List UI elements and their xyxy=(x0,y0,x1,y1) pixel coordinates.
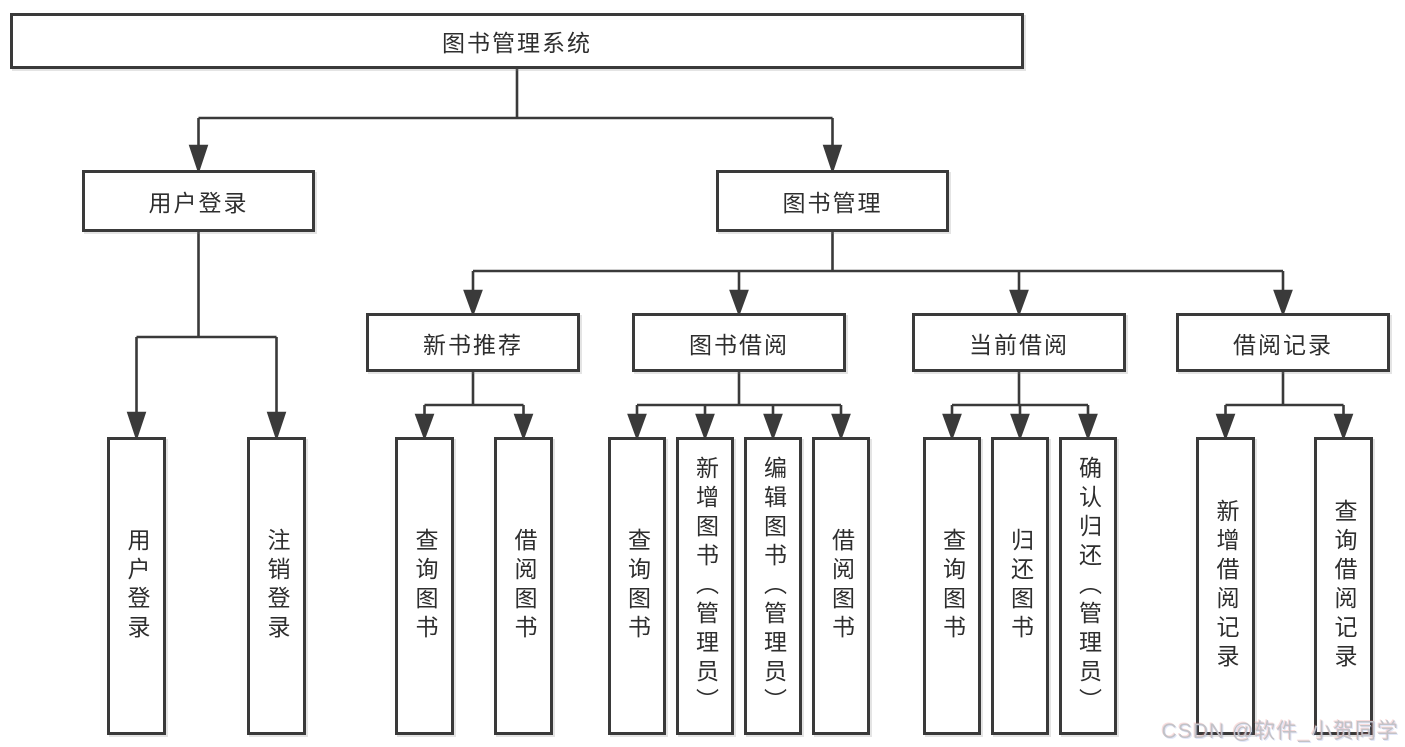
leaf-confirm-return-admin: 确认归还（管理员） xyxy=(1059,437,1117,735)
node-user-login: 用户登录 xyxy=(82,170,315,232)
leaf-add-borrow-record: 新增借阅记录 xyxy=(1196,437,1255,735)
node-book-borrowing: 图书借阅 xyxy=(632,313,846,372)
leaf-logout: 注销登录 xyxy=(247,437,306,735)
arrowhead xyxy=(463,289,483,317)
connector-current-borrow-to-leaves xyxy=(942,372,1098,441)
arrowhead xyxy=(695,413,715,441)
node-borrowing-records: 借阅记录 xyxy=(1176,313,1390,372)
arrowhead xyxy=(729,289,749,317)
arrowhead xyxy=(1333,413,1354,441)
arrowhead xyxy=(126,411,147,442)
connector-borrow-record-to-leaves xyxy=(1215,372,1354,441)
node-user-login-label: 用户登录 xyxy=(148,190,249,216)
leaf-add-books-admin: 新增图书（管理员） xyxy=(676,437,734,735)
arrowhead xyxy=(266,411,287,442)
connector-book-mgmt-to-level3 xyxy=(463,232,1293,317)
leaf-newbook-borrow-books: 借阅图书 xyxy=(494,437,553,735)
leaf-borrow-books-label: 借阅图书 xyxy=(828,528,855,644)
leaf-current-query-books: 查询图书 xyxy=(923,437,981,735)
node-current-borrowing: 当前借阅 xyxy=(912,313,1126,372)
arrowhead xyxy=(1010,413,1030,441)
arrowhead xyxy=(188,144,209,175)
node-borrowing-records-label: 借阅记录 xyxy=(1233,331,1333,358)
connector-user-login-to-leaves xyxy=(126,232,287,442)
leaf-newbook-borrow-books-label: 借阅图书 xyxy=(511,528,537,644)
arrowhead xyxy=(831,413,851,441)
leaf-add-books-admin-label: 新增图书（管理员） xyxy=(692,455,719,717)
csdn-watermark: CSDN @软件_小贺同学 xyxy=(1161,720,1399,743)
arrowhead xyxy=(627,413,647,441)
leaf-logout-label: 注销登录 xyxy=(264,528,290,644)
leaf-borrow-books: 借阅图书 xyxy=(812,437,870,735)
connector-new-book-to-leaves xyxy=(414,372,534,441)
leaf-user-login: 用户登录 xyxy=(107,437,166,735)
leaf-newbook-query-books: 查询图书 xyxy=(395,437,454,735)
node-new-book-recommend: 新书推荐 xyxy=(366,313,580,372)
leaf-user-login-label: 用户登录 xyxy=(124,528,150,644)
arrowhead xyxy=(1009,289,1029,317)
leaf-query-borrow-record-label: 查询借阅记录 xyxy=(1331,499,1357,673)
connector-book-borrow-to-leaves xyxy=(627,372,851,441)
leaf-add-borrow-record-label: 新增借阅记录 xyxy=(1213,499,1239,673)
node-current-borrowing-label: 当前借阅 xyxy=(969,331,1069,358)
node-book-management: 图书管理 xyxy=(716,170,949,232)
connector-root-to-level2 xyxy=(188,69,843,175)
node-library-system-label: 图书管理系统 xyxy=(442,30,592,56)
leaf-return-books: 归还图书 xyxy=(991,437,1049,735)
arrowhead xyxy=(1078,413,1098,441)
node-book-borrowing-label: 图书借阅 xyxy=(689,331,789,358)
node-book-management-label: 图书管理 xyxy=(782,190,883,216)
leaf-edit-books-admin: 编辑图书（管理员） xyxy=(744,437,802,735)
leaf-current-query-books-label: 查询图书 xyxy=(939,528,966,644)
arrowhead xyxy=(763,413,783,441)
node-new-book-recommend-label: 新书推荐 xyxy=(423,331,523,358)
leaf-confirm-return-admin-label: 确认归还（管理员） xyxy=(1075,455,1102,717)
arrowhead xyxy=(513,413,534,441)
leaf-borrow-query-books-label: 查询图书 xyxy=(624,528,651,644)
leaf-edit-books-admin-label: 编辑图书（管理员） xyxy=(760,455,787,717)
arrowhead xyxy=(822,144,843,175)
node-library-system: 图书管理系统 xyxy=(10,13,1024,69)
arrowhead xyxy=(414,413,435,441)
leaf-borrow-query-books: 查询图书 xyxy=(608,437,666,735)
arrowhead xyxy=(1215,413,1236,441)
arrowhead xyxy=(1273,289,1293,317)
leaf-return-books-label: 归还图书 xyxy=(1007,528,1034,644)
arrowhead xyxy=(942,413,962,441)
leaf-query-borrow-record: 查询借阅记录 xyxy=(1314,437,1373,735)
leaf-newbook-query-books-label: 查询图书 xyxy=(412,528,438,644)
